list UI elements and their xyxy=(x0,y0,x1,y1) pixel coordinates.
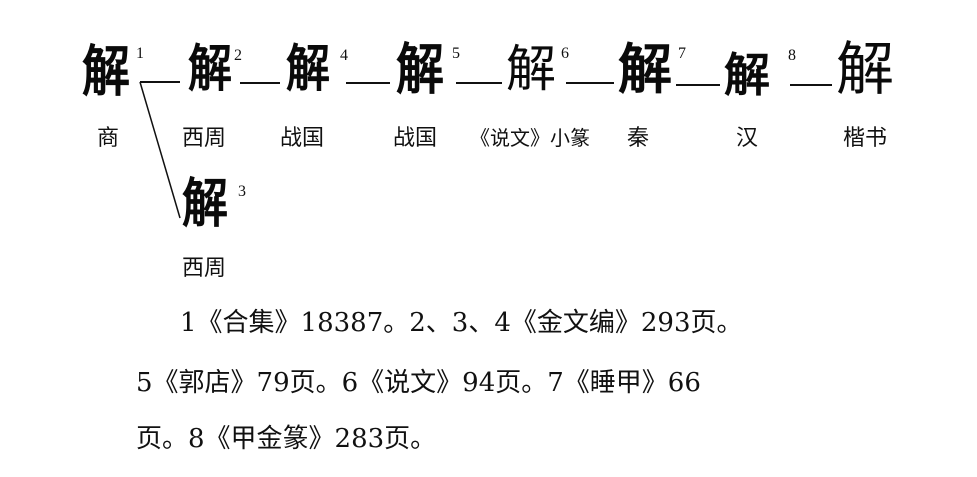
superscript-4: 4 xyxy=(340,47,348,64)
connector-5-6 xyxy=(456,82,502,84)
period-label-regular-script: 楷书 xyxy=(843,126,888,151)
superscript-8: 8 xyxy=(788,47,796,64)
connector-7-8 xyxy=(676,84,720,86)
connector-4-5 xyxy=(346,82,390,84)
glyph-shuowen-seal: 解 xyxy=(506,40,556,98)
glyph-western-zhou-1: 解 xyxy=(188,40,232,99)
period-label-western-zhou-2: 西周 xyxy=(182,256,227,281)
period-label-warring-states-2: 战国 xyxy=(393,126,438,151)
period-label-western-zhou-1: 西周 xyxy=(182,126,227,151)
connector-8-9 xyxy=(790,84,832,86)
period-label-han: 汉 xyxy=(736,126,759,151)
connector-2-4 xyxy=(240,82,280,84)
period-label-qin: 秦 xyxy=(627,126,650,151)
caption-line-2: 5《郭店》79页。6《说文》94页。7《睡甲》66 xyxy=(136,368,701,398)
superscript-5: 5 xyxy=(452,45,460,62)
superscript-2: 2 xyxy=(234,47,242,64)
glyph-warring-states-1: 解 xyxy=(286,40,330,99)
superscript-1: 1 xyxy=(136,45,144,62)
caption-line-3: 页。8《甲金篆》283页。 xyxy=(136,424,437,454)
superscript-3: 3 xyxy=(238,183,246,200)
glyph-warring-states-2: 解 xyxy=(396,37,444,103)
glyph-regular-script: 解 xyxy=(836,35,895,103)
period-label-shuowen-seal: 《说文》小篆 xyxy=(470,126,590,150)
connector-6-7 xyxy=(566,82,614,84)
period-label-warring-states-1: 战国 xyxy=(280,126,325,151)
glyph-western-zhou-2: 解 xyxy=(182,171,228,235)
period-label-shang: 商 xyxy=(97,126,120,151)
superscript-7: 7 xyxy=(678,45,686,62)
glyph-shang: 解 xyxy=(82,39,130,105)
superscript-6: 6 xyxy=(561,45,569,62)
glyph-qin: 解 xyxy=(618,37,672,101)
caption-line-1: 1《合集》18387。2、3、4《金文编》293页。 xyxy=(180,308,743,338)
glyph-han: 解 xyxy=(724,48,770,102)
